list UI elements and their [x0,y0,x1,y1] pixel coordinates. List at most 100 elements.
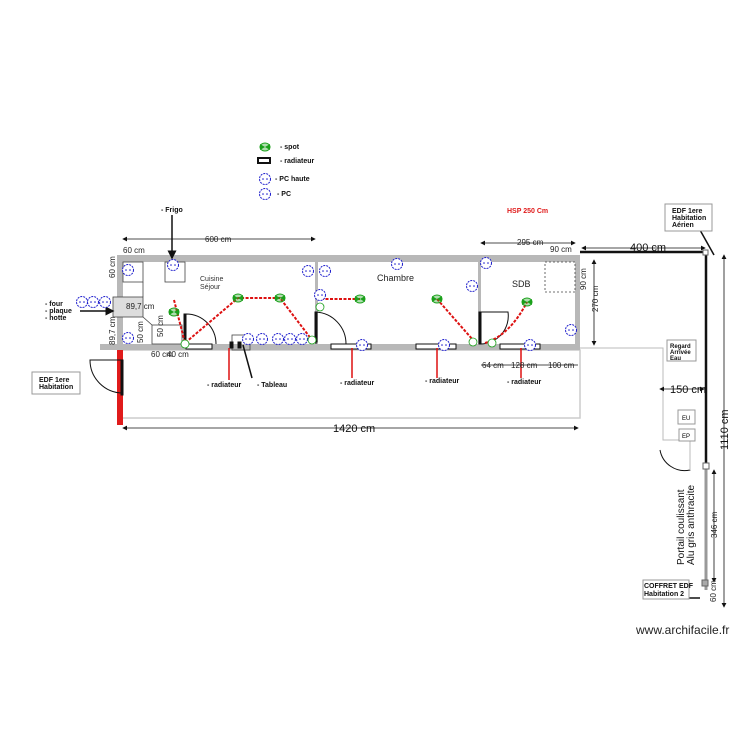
legend-pc: - PC [277,191,291,198]
socket-icon[interactable] [524,339,536,351]
dim-90-a: 90 cm [550,245,572,254]
label-radiateur-1: - radiateur [207,382,242,389]
socket-icon[interactable] [480,257,492,269]
pc-legend-icon [259,188,271,200]
dim-64: 64 cm [482,361,504,370]
dim-1420: 1420 cm [333,423,375,435]
socket-icon[interactable] [76,296,88,308]
socket-icon[interactable] [272,333,284,345]
socket-icon[interactable] [242,333,254,345]
red-wall-segment [117,350,123,425]
socket-icon[interactable] [296,333,308,345]
dim-90-b: 90 cm [579,268,588,290]
label-portail-1: Portail coulissant [676,489,687,565]
switch-icon[interactable] [307,335,317,345]
label-regard-3: Eau [670,356,681,362]
label-radiateur-3: - radiateur [425,378,460,385]
label-portail-2: Alu gris anthracite [686,485,697,565]
label-ep: EP [682,434,690,440]
socket-icon[interactable] [466,280,478,292]
radiator-legend-icon [257,157,271,164]
kitchen-fittings [112,261,576,351]
spot-icon[interactable] [354,294,366,304]
dim-60-top: 60 cm [123,246,145,255]
dimension-lines [122,236,727,608]
socket-icon[interactable] [319,265,331,277]
label-tableau: - Tableau [257,382,287,389]
socket-icon[interactable] [284,333,296,345]
spot-icon[interactable] [521,297,533,307]
wiring [173,297,528,345]
dim-40: 40 cm [167,350,189,359]
label-radiateur-2: - radiateur [340,380,375,387]
legend-pc-haute: - PC haute [275,176,310,183]
dim-600: 600 cm [205,235,232,244]
socket-icon[interactable] [99,296,111,308]
label-edf-aerien-2: Habitation [672,215,706,222]
spot-legend-icon [259,142,271,152]
hsp-label: HSP 250 Cm [507,208,548,215]
switch-icon[interactable] [487,338,497,348]
dim-270: 270 cm [591,285,600,312]
watermark: www.archifacile.fr [635,623,729,637]
socket-icon[interactable] [302,265,314,277]
socket-icon[interactable] [565,324,577,336]
dim-89-7-a: 89,7 cm [126,302,155,311]
fixtures [76,257,577,351]
spot-icon[interactable] [431,294,443,304]
radiators [185,341,541,350]
dimension-labels: 600 cm 60 cm 60 cm 89,7 cm 89,7 cm 50 cm… [108,235,731,602]
dim-100: 100 cm [548,361,575,370]
label-hotte: - hotte [45,315,66,322]
pc-haute-legend-icon [259,173,271,185]
walls [100,255,580,425]
label-edf-2: Habitation [39,384,73,391]
spot-icon[interactable] [274,293,286,303]
socket-icon[interactable] [256,333,268,345]
label-edf-1: EDF 1ere [39,377,69,384]
legend: - spot - radiateur - PC haute - PC [257,142,315,200]
legend-spot: - spot [280,144,300,151]
dim-346: 346 cm [710,511,719,538]
room-cuisine: Cuisine [200,276,223,283]
switch-icon[interactable] [315,302,325,312]
room-sdb: SDB [512,279,531,289]
dim-1110: 1110 cm [719,409,731,450]
label-plaque: - plaque [45,308,72,315]
dim-400: 400 cm [630,242,666,254]
spot-icon[interactable] [232,293,244,303]
annotations: - Frigo - four - plaque - hotte EDF 1ere… [31,203,713,600]
socket-icon[interactable] [167,259,179,271]
spot-icon[interactable] [168,307,180,317]
dim-60-left: 60 cm [108,256,117,278]
dim-50-a: 50 cm [136,321,145,343]
label-regard-1: Regard [670,344,691,350]
switch-icon[interactable] [180,339,190,349]
socket-icon[interactable] [438,339,450,351]
legend-radiateur: - radiateur [280,158,315,165]
label-coffret-1: COFFRET EDF [644,583,694,590]
switch-icon[interactable] [468,337,478,347]
socket-icon[interactable] [391,258,403,270]
socket-icon[interactable] [87,296,99,308]
room-chambre: Chambre [377,273,414,283]
dim-150: 150 cm [670,384,706,396]
socket-icon[interactable] [356,339,368,351]
label-edf-aerien-3: Aérien [672,222,694,229]
doors [89,311,691,472]
label-frigo: - Frigo [161,207,183,214]
label-regard-2: Arrivée [670,350,691,356]
socket-icon[interactable] [314,289,326,301]
label-coffret-2: Habitation 2 [644,591,684,598]
socket-icon[interactable] [122,264,134,276]
dim-128: 128 cm [511,361,538,370]
dim-295: 295 cm [517,238,544,247]
label-radiateur-4: - radiateur [507,379,542,386]
dim-60-coffret: 60 cm [709,580,718,602]
label-eu: EU [682,416,690,422]
socket-icon[interactable] [122,332,134,344]
label-four: - four [45,301,63,308]
dim-60-bottom: 60 cm [151,350,173,359]
fence [580,249,710,590]
